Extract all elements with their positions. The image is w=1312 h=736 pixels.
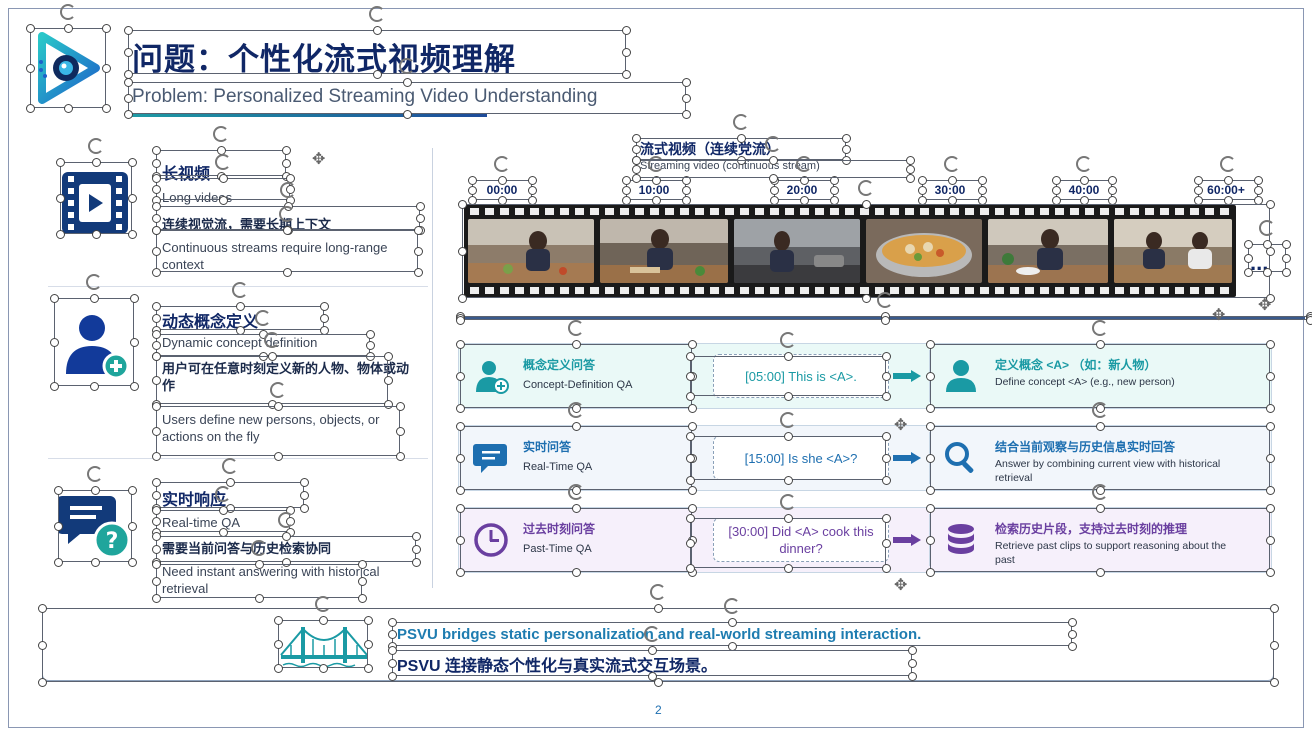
section-heading[interactable]: 实时响应: [162, 492, 227, 509]
film-perforation: [470, 287, 1230, 294]
row-heading[interactable]: 概念定义问答: [523, 358, 596, 372]
section-divider: [48, 458, 428, 459]
time-tick[interactable]: 20:00: [786, 183, 818, 197]
section-heading[interactable]: 长视频: [162, 166, 211, 183]
magnifier-icon: [945, 442, 974, 473]
result-heading[interactable]: 检索历史片段，支持过去时刻的推理: [995, 522, 1188, 536]
page-subtitle[interactable]: Problem: Personalized Streaming Video Un…: [132, 86, 598, 107]
summary-banner[interactable]: PSVU bridges static personalization and …: [42, 608, 1274, 681]
time-tick[interactable]: 40:00: [1068, 183, 1100, 197]
add-person-icon[interactable]: [58, 308, 132, 382]
section-realtime: ? 实时响应 Real-time QA 需要当前问答与历史检索协同 Need i…: [40, 468, 435, 598]
video-frame: [734, 219, 860, 283]
row-realtime-qa[interactable]: 实时问答 Real-Time QA [15:00] Is she <A>? 结合…: [458, 425, 1272, 491]
result-heading[interactable]: 定义概念 <A> （如：新人物）: [995, 358, 1157, 372]
stream-subtitle[interactable]: Streaming video (continuous stream): [640, 160, 820, 172]
row-heading-en[interactable]: Real-Time QA: [523, 461, 593, 473]
video-frame: [866, 219, 982, 283]
section-heading-en[interactable]: Dynamic concept definition: [162, 335, 318, 350]
person-add-icon: [476, 361, 509, 394]
result-detail[interactable]: Answer by combining current view with hi…: [995, 458, 1221, 484]
question-bubble[interactable]: [05:00] This is <A>.: [713, 354, 889, 398]
play-eye-logo-icon[interactable]: [32, 30, 102, 106]
row-heading-en[interactable]: Past-Time QA: [523, 543, 592, 555]
time-tick[interactable]: 30:00: [934, 183, 966, 197]
svg-text:?: ?: [106, 529, 119, 554]
section-heading-en[interactable]: Long videos: [162, 190, 233, 205]
result-detail[interactable]: Retrieve past clips to support reasoning…: [995, 540, 1227, 566]
video-frame: [468, 219, 594, 283]
person-icon: [946, 360, 976, 392]
title-underline: [132, 114, 487, 117]
video-frame: [988, 219, 1108, 283]
video-frame: [1114, 219, 1232, 283]
row-past-time-qa[interactable]: 过去时刻问答 Past-Time QA [30:00] Did <A> cook…: [458, 507, 1272, 573]
arrow-right-icon: [893, 370, 921, 382]
row-heading-en[interactable]: Concept-Definition QA: [523, 379, 633, 391]
video-frame: [600, 219, 728, 283]
result-detail[interactable]: Define concept <A> (e.g., new person): [995, 376, 1175, 388]
time-tick[interactable]: 60:00+: [1207, 183, 1245, 197]
column-divider: [432, 148, 433, 588]
clock-icon: [474, 523, 508, 557]
section-detail-zh[interactable]: 需要当前问答与历史检索协同: [162, 541, 332, 556]
film-strip-image[interactable]: [464, 205, 1236, 297]
section-long-videos: 长视频 Long videos 连续视觉流，需要长期上下文 Continuous…: [40, 148, 435, 278]
arrow-right-icon: [893, 452, 921, 464]
summary-line-zh[interactable]: PSVU 连接静态个性化与真实流式交互场景。: [397, 658, 718, 675]
row-heading[interactable]: 过去时刻问答: [523, 522, 596, 536]
film-perforation: [470, 208, 1230, 215]
section-dynamic-concept: 动态概念定义 Dynamic concept definition 用户可在任意…: [40, 296, 435, 446]
bridge-icon: [280, 627, 368, 668]
stream-title[interactable]: 流式视频（连续党流）: [640, 141, 780, 157]
arrow-right-icon: [893, 534, 921, 546]
section-heading-en[interactable]: Real-time QA: [162, 515, 241, 530]
time-tick[interactable]: 10:00: [638, 183, 670, 197]
chat-icon: [473, 444, 507, 473]
section-detail-zh[interactable]: 用户可在任意时刻定义新的人物、物体或动作: [162, 361, 410, 393]
question-chat-icon[interactable]: ?: [58, 488, 132, 562]
section-detail-en[interactable]: Need instant answering with historical r…: [162, 564, 380, 596]
row-concept-definition[interactable]: 概念定义问答 Concept-Definition QA [05:00] Thi…: [458, 343, 1272, 409]
page-title[interactable]: 问题：个性化流式视频理解: [132, 42, 516, 77]
section-detail-en[interactable]: Users define new persons, objects, or ac…: [162, 412, 380, 444]
page-number[interactable]: 2: [655, 703, 662, 717]
row-heading[interactable]: 实时问答: [523, 440, 572, 454]
section-heading[interactable]: 动态概念定义: [162, 314, 259, 331]
video-player-icon[interactable]: [58, 166, 132, 240]
time-tick[interactable]: 00:00: [486, 183, 518, 197]
question-bubble[interactable]: [30:00] Did <A> cook this dinner?: [713, 518, 889, 562]
database-icon: [948, 524, 974, 554]
question-bubble[interactable]: [15:00] Is she <A>?: [713, 436, 889, 480]
section-detail-en[interactable]: Continuous streams require long-range co…: [162, 240, 388, 272]
result-heading[interactable]: 结合当前观察与历史信息实时回答: [995, 440, 1176, 454]
